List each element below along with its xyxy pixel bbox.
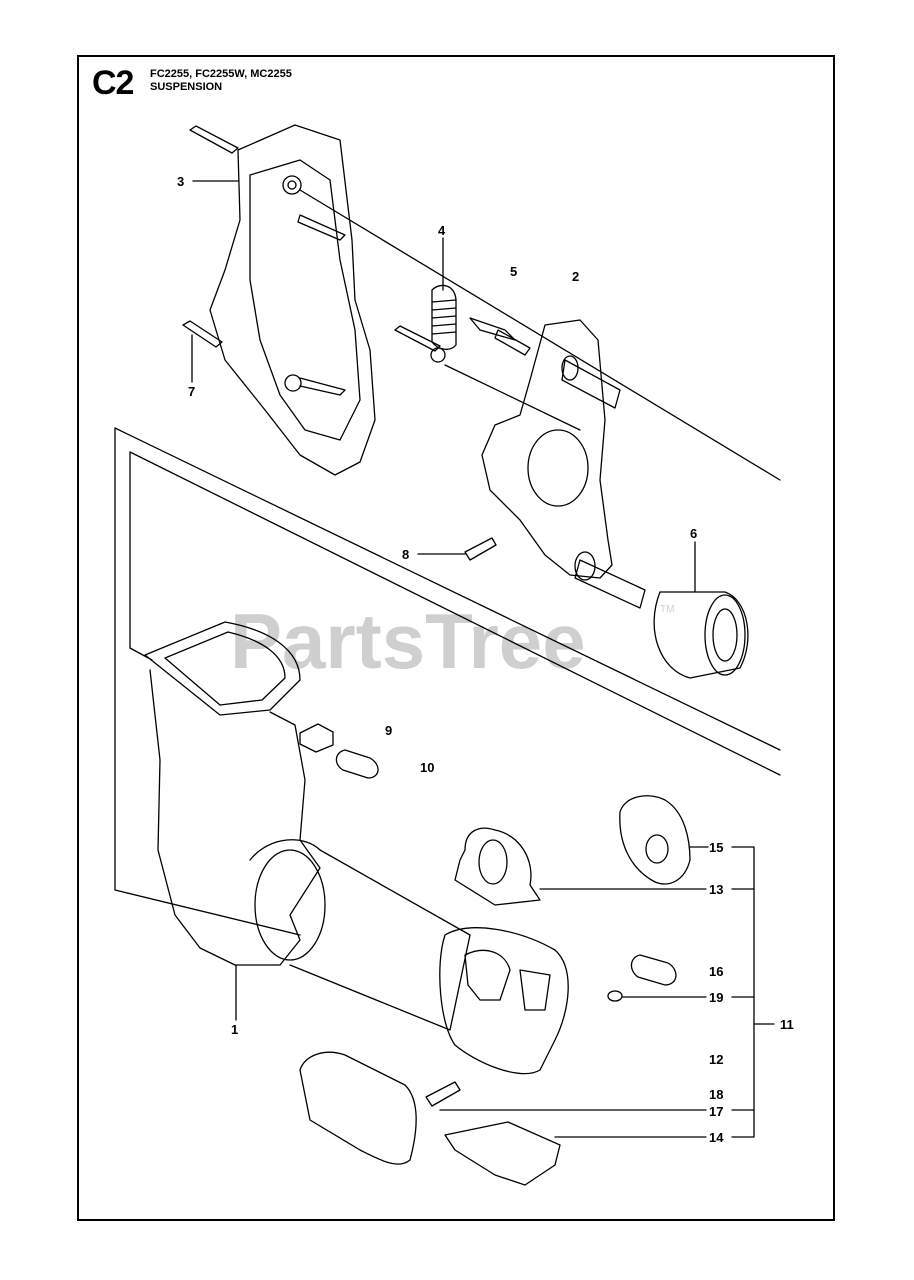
part-6-bushing-face	[704, 594, 746, 676]
diagram-title: SUSPENSION	[150, 81, 223, 93]
pin	[469, 317, 516, 341]
callout-19: 19	[709, 990, 723, 1005]
shaft-axis-line	[444, 364, 581, 431]
part-2-bracket	[481, 319, 613, 579]
callout-11: 11	[780, 1017, 794, 1032]
section-code: C2	[92, 64, 134, 102]
callout-10: 10	[420, 760, 434, 775]
part-4-coils	[431, 299, 457, 335]
callout-6: 6	[690, 526, 697, 541]
screw-7	[182, 320, 223, 348]
callout-15: 15	[709, 840, 723, 855]
callout-16: 16	[709, 964, 723, 979]
part-10-spacer	[335, 749, 379, 779]
callout-18: 18	[709, 1087, 723, 1102]
part-19-washer	[607, 990, 623, 1002]
assembly-outline-inner	[129, 451, 153, 661]
part-8-screw	[464, 537, 497, 561]
part-3-boss-inner	[287, 180, 297, 190]
part-3-boss	[282, 175, 302, 195]
callout-17: 17	[709, 1104, 723, 1119]
callout-12: 12	[709, 1052, 723, 1067]
part-3-hip-pad-inner	[249, 159, 361, 441]
part-3-hip-pad	[209, 124, 376, 476]
part-9-nut	[299, 723, 334, 753]
callout-13: 13	[709, 882, 723, 897]
part-5-bolt	[394, 325, 441, 352]
part-3-lower-slot	[299, 377, 346, 396]
part-15-hook	[619, 795, 691, 885]
part-13-bracket	[454, 827, 541, 906]
part-2-shaft-lower	[574, 559, 646, 609]
part-15-hook-eye	[645, 834, 669, 864]
part-12-clamp	[439, 927, 569, 1075]
part-6-bushing-inner	[712, 608, 738, 662]
nut	[430, 347, 446, 363]
part-2-lower-cap	[574, 551, 596, 581]
part-1-tube	[249, 839, 471, 1031]
part-1-flange-inner	[164, 631, 286, 706]
part-18-screw	[425, 1081, 461, 1107]
callout-8: 8	[402, 547, 409, 562]
watermark-tm: TM	[660, 604, 674, 615]
bracket-axis-line	[299, 189, 781, 481]
leader-11-bracket	[731, 846, 755, 1138]
part-2-shaft-cap	[561, 355, 579, 381]
part-1-body	[149, 669, 321, 966]
screw-top	[189, 125, 239, 154]
part-13-roller	[478, 839, 508, 885]
part-1-flange	[144, 621, 301, 716]
part-16-sleeve	[630, 954, 677, 986]
part-14-clip	[444, 1121, 561, 1186]
callout-1: 1	[231, 1022, 238, 1037]
part-12-clamp-window	[464, 949, 511, 1001]
watermark-text: PartsTree	[230, 597, 586, 685]
assembly-outline-outer	[114, 427, 301, 936]
callout-3: 3	[177, 174, 184, 189]
grip-piece	[299, 1051, 417, 1165]
part-4-spring	[431, 284, 457, 350]
part-3-lower-boss	[284, 374, 302, 392]
model-numbers: FC2255, FC2255W, MC2255	[150, 68, 292, 80]
part-1-tube-end	[254, 849, 326, 961]
callout-4: 4	[438, 223, 446, 238]
callout-9: 9	[385, 723, 392, 738]
callout-14: 14	[709, 1130, 724, 1145]
part-2-ring	[527, 429, 589, 507]
diagram-frame	[77, 55, 835, 1221]
part-12-clamp-window-2	[519, 969, 551, 1011]
part-3-slot	[297, 214, 346, 241]
part-2-shaft-upper	[561, 359, 621, 409]
part-2-pin	[494, 329, 531, 356]
callout-7: 7	[188, 384, 195, 399]
assembly-outline-inner-top	[129, 451, 781, 776]
callout-2: 2	[572, 269, 579, 284]
assembly-outline-top	[114, 427, 781, 751]
callout-5: 5	[510, 264, 517, 279]
part-6-bushing	[653, 591, 749, 679]
